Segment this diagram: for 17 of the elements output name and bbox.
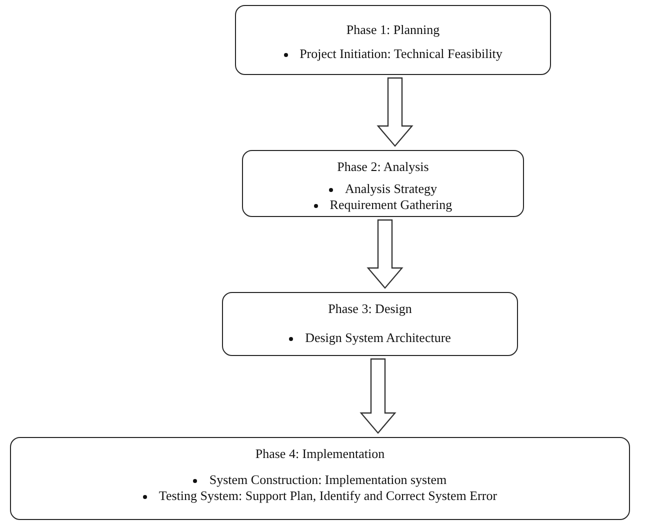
phase-box xyxy=(242,150,524,217)
bullet-item: Project Initiation: Technical Feasibility xyxy=(284,46,502,62)
phase-heading: Phase 3: Design xyxy=(328,301,412,317)
block-arrow xyxy=(360,358,396,434)
bullet-item: Analysis Strategy xyxy=(328,181,438,197)
bullet-item: Design System Architecture xyxy=(289,330,451,346)
block-arrow xyxy=(366,219,404,289)
phase-heading: Phase 2: Analysis xyxy=(337,159,429,175)
block-arrow xyxy=(376,77,414,147)
phase-box xyxy=(10,437,630,520)
phase-box xyxy=(222,292,518,356)
bullet-item: Testing System: Support Plan, Identify and Correct System Error xyxy=(142,488,498,504)
phase-heading: Phase 1: Planning xyxy=(346,22,440,38)
bullet-item: System Construction: Implementation system xyxy=(193,472,447,488)
phase-box xyxy=(235,5,551,75)
bullet-item: Requirement Gathering xyxy=(314,197,452,213)
phase-heading: Phase 4: Implementation xyxy=(255,446,385,462)
